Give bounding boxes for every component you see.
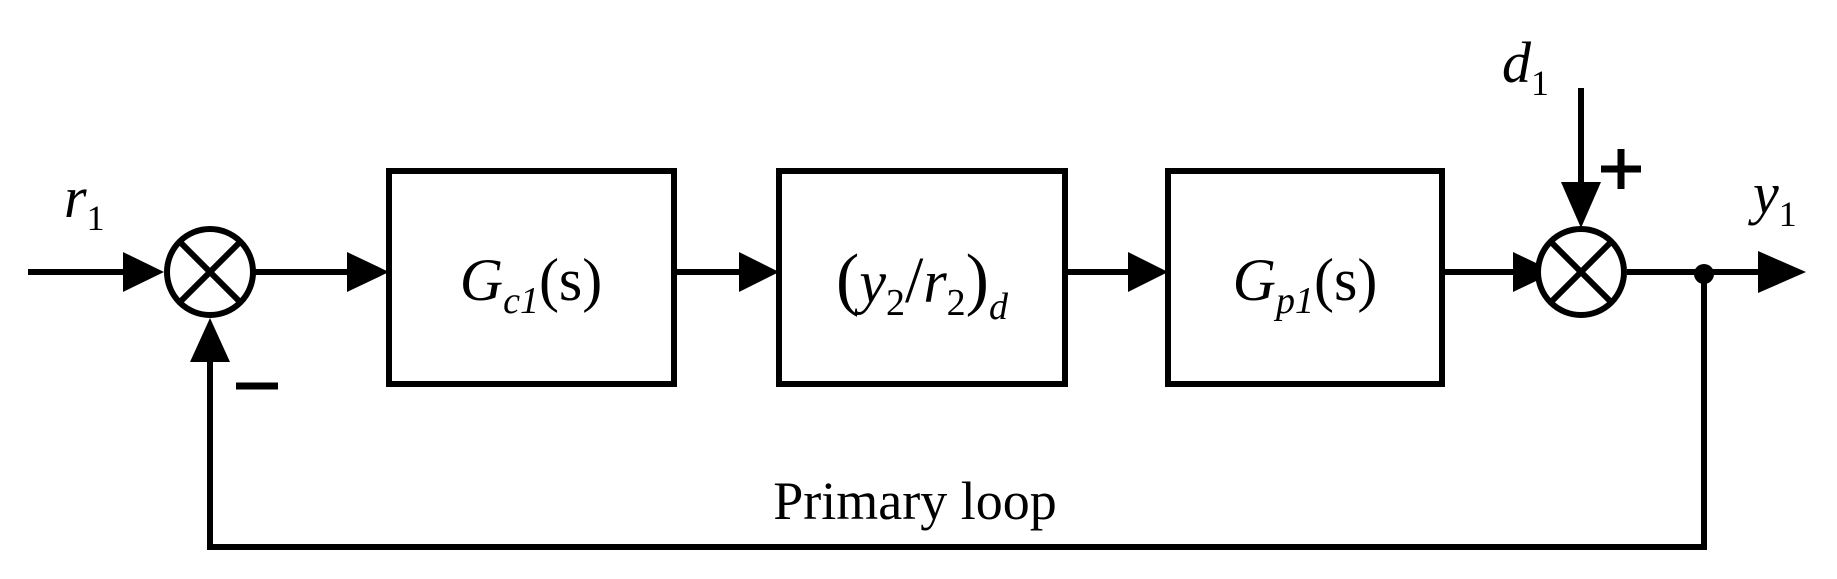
arrowhead-output: [1758, 251, 1806, 293]
reference-signal-label: r1: [64, 165, 105, 238]
output-signal-label: y1: [1748, 161, 1797, 234]
arrowhead-into-inner-loop: [739, 252, 779, 292]
inner-loop-transfer-function: (y2/r2)d: [836, 241, 1009, 328]
arrowhead-into-plant: [1128, 252, 1168, 292]
arrowhead-into-sum2: [1513, 252, 1555, 292]
arrowhead-feedback: [190, 318, 230, 362]
summing-junction-disturbance: [1535, 226, 1627, 318]
plant-transfer-function: Gp1(s): [1233, 247, 1378, 322]
inner-loop-block: [776, 168, 1068, 387]
disturbance-plus-sign: [1601, 149, 1641, 189]
disturbance-signal-label: d1: [1502, 30, 1549, 103]
arrowhead-into-sum1: [123, 252, 164, 292]
arrowhead-into-controller: [347, 252, 389, 292]
controller-transfer-function: Gc1(s): [460, 247, 603, 322]
summing-junction-primary: [164, 226, 256, 318]
arrowhead-disturbance: [1561, 182, 1601, 228]
controller-block: [386, 168, 677, 387]
primary-loop-label: Primary loop: [773, 471, 1056, 531]
plant-block: [1165, 168, 1445, 387]
feedback-path-wire: [207, 272, 1707, 550]
arrowheads: [123, 182, 1806, 362]
output-branch-point: [1694, 264, 1714, 284]
